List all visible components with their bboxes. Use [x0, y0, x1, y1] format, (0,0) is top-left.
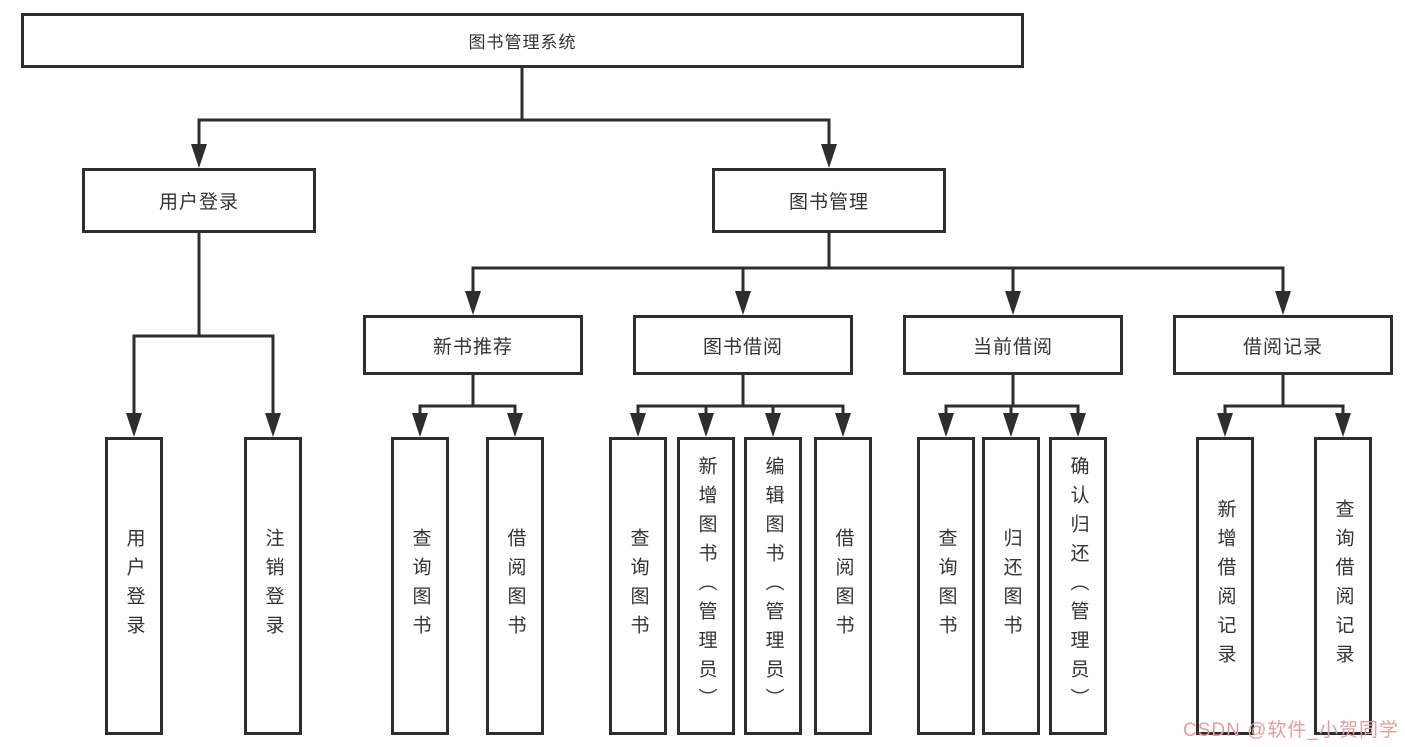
leaf-borrow-books-recommend: 借阅图书 — [486, 437, 544, 735]
node-new-book-recommend: 新书推荐 — [363, 315, 583, 375]
node-label: 图书管理系统 — [468, 33, 577, 52]
node-borrow-records: 借阅记录 — [1173, 315, 1393, 375]
node-label: 归还图书 — [1000, 528, 1022, 644]
leaf-query-borrow-record: 查询借阅记录 — [1314, 437, 1372, 735]
leaf-add-books-admin: 新增图书（管理员） — [677, 437, 735, 735]
node-book-management: 图书管理 — [712, 168, 946, 233]
node-root-system: 图书管理系统 — [21, 13, 1024, 68]
node-label: 确认归还（管理员） — [1067, 455, 1089, 717]
node-label: 注销登录 — [262, 528, 284, 644]
leaf-edit-books-admin: 编辑图书（管理员） — [744, 437, 802, 735]
node-label: 新书推荐 — [432, 336, 513, 358]
node-user-login: 用户登录 — [82, 168, 316, 233]
node-label: 查询图书 — [409, 528, 431, 644]
leaf-borrow-books: 借阅图书 — [814, 437, 872, 735]
leaf-query-books-recommend: 查询图书 — [391, 437, 449, 735]
node-current-borrow: 当前借阅 — [903, 315, 1123, 375]
node-label: 查询借阅记录 — [1332, 499, 1354, 673]
node-book-borrow: 图书借阅 — [633, 315, 853, 375]
node-label: 新增借阅记录 — [1214, 499, 1236, 673]
node-label: 借阅图书 — [504, 528, 526, 644]
node-label: 用户登录 — [123, 528, 145, 644]
leaf-add-borrow-record: 新增借阅记录 — [1196, 437, 1254, 735]
node-label: 查询图书 — [627, 528, 649, 644]
leaf-confirm-return-admin: 确认归还（管理员） — [1049, 437, 1107, 735]
leaf-query-books-borrow: 查询图书 — [609, 437, 667, 735]
node-label: 查询图书 — [935, 528, 957, 644]
node-label: 用户登录 — [158, 192, 239, 213]
node-label: 借阅图书 — [832, 528, 854, 644]
leaf-logout: 注销登录 — [244, 437, 302, 735]
node-label: 图书管理 — [788, 192, 869, 213]
node-label: 新增图书（管理员） — [695, 455, 717, 717]
leaf-user-login: 用户登录 — [105, 437, 163, 735]
csdn-watermark: CSDN @软件_小贺同学 — [1183, 720, 1399, 741]
node-label: 当前借阅 — [972, 336, 1053, 358]
leaf-return-books: 归还图书 — [982, 437, 1040, 735]
node-label: 图书借阅 — [702, 336, 783, 358]
node-label: 借阅记录 — [1242, 336, 1323, 358]
leaf-query-books-current: 查询图书 — [917, 437, 975, 735]
node-label: 编辑图书（管理员） — [762, 455, 784, 717]
